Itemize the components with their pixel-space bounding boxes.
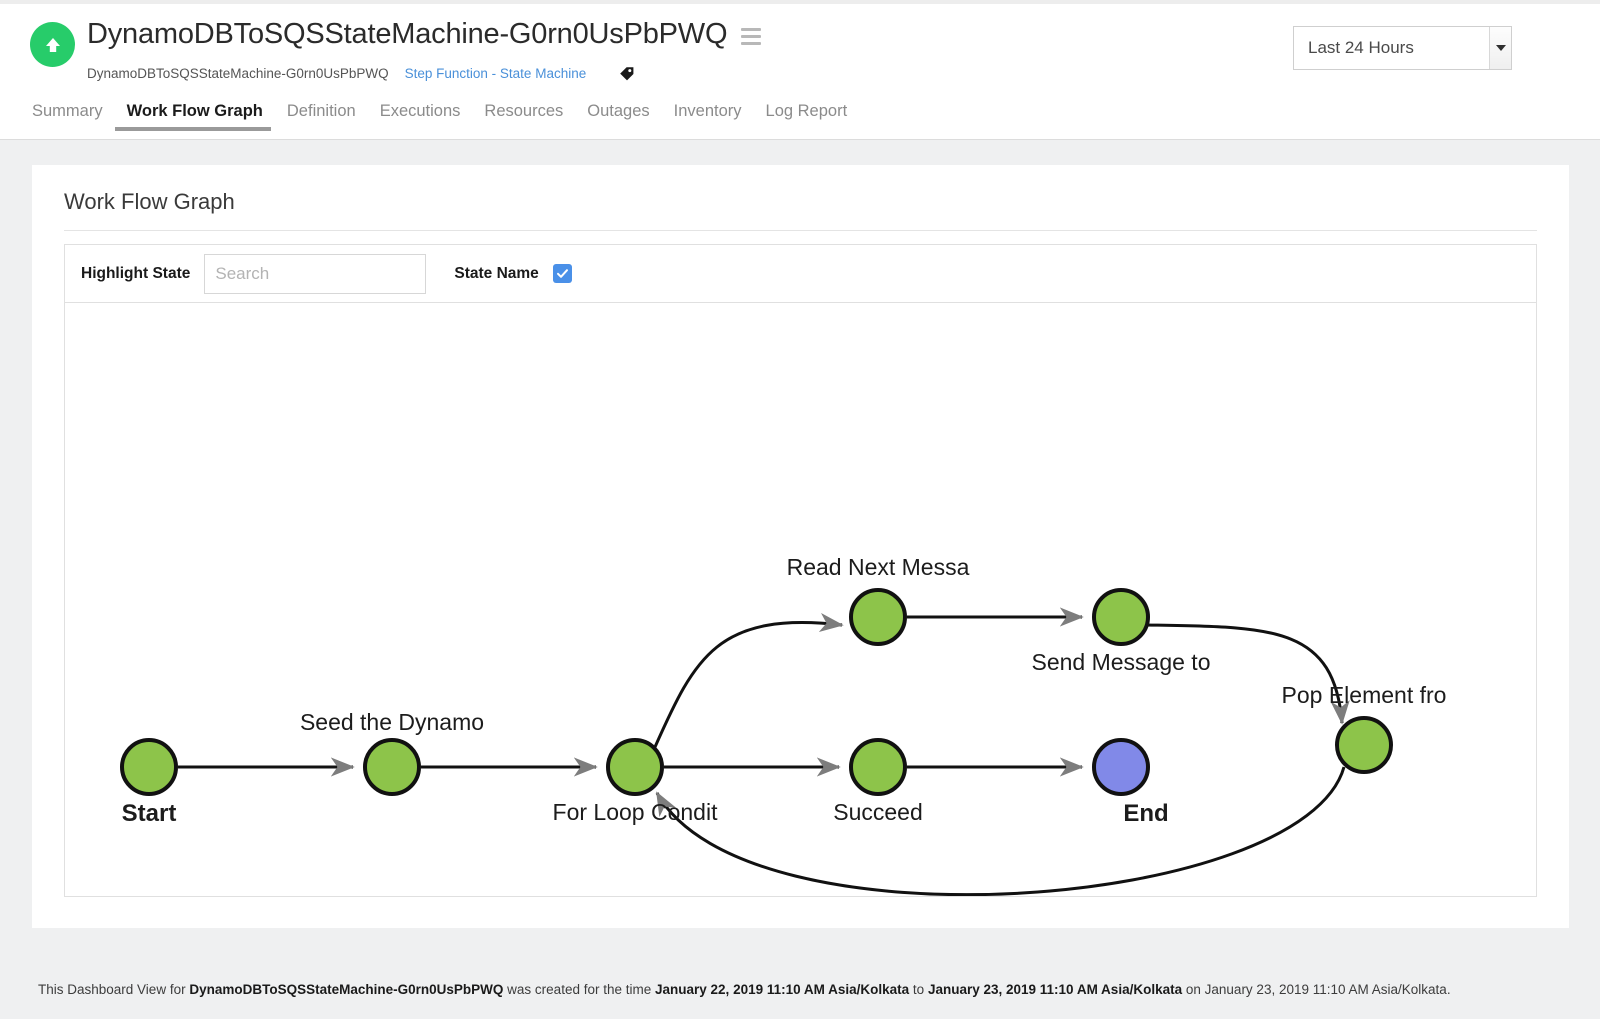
graph-node-label-start: Start <box>122 800 177 827</box>
footer-text: This Dashboard View for DynamoDBToSQSSta… <box>38 982 1451 997</box>
footer-from-time: January 22, 2019 11:10 AM Asia/Kolkata <box>655 982 910 997</box>
graph-node-label-succeed: Succeed <box>833 799 923 825</box>
hamburger-menu-icon[interactable] <box>741 24 762 45</box>
footer-joiner: to <box>912 982 925 997</box>
state-name-label: State Name <box>454 264 539 282</box>
graph-node-label-end: End <box>1123 800 1168 827</box>
footer-middle: was created for the time <box>507 982 652 997</box>
graph-edges <box>178 607 1350 896</box>
card-title: Work Flow Graph <box>64 189 235 214</box>
graph-node-forloop[interactable] <box>606 738 664 796</box>
status-up-badge <box>30 22 75 67</box>
graph-edge-forloop-to-readnext <box>653 612 844 748</box>
tab-outages[interactable]: Outages <box>587 102 650 120</box>
graph-node-label-seed: Seed the Dynamo <box>300 709 484 735</box>
graph-node-succeed[interactable] <box>849 738 907 796</box>
tab-definition[interactable]: Definition <box>286 102 356 120</box>
graph-node-end[interactable] <box>1092 738 1150 796</box>
graph-node-label-readnext: Read Next Messa <box>787 554 970 580</box>
graph-filter-bar: Highlight State State Name <box>64 244 1537 302</box>
tab-bar: Summary Work Flow Graph Definition Execu… <box>0 96 1600 140</box>
footer-suffix: on <box>1185 982 1201 997</box>
tab-inventory[interactable]: Inventory <box>673 102 742 120</box>
graph-node-label-sendmsg: Send Message to <box>1031 649 1210 675</box>
work-flow-graph-card: Work Flow Graph Highlight State State Na… <box>32 165 1569 928</box>
tab-executions[interactable]: Executions <box>379 102 461 120</box>
tab-log-report[interactable]: Log Report <box>765 102 848 120</box>
top-strip <box>0 0 1600 4</box>
breadcrumb-type-link[interactable]: Step Function - State Machine <box>404 65 587 81</box>
footer-prefix: This Dashboard View for <box>38 982 186 997</box>
highlight-state-label: Highlight State <box>81 264 191 282</box>
tag-icon[interactable] <box>618 64 636 82</box>
graph-node-sendmsg[interactable] <box>1092 588 1150 646</box>
tab-bar-divider <box>0 139 1600 140</box>
footer-created-time: January 23, 2019 11:10 AM Asia/Kolkata. <box>1204 982 1451 997</box>
tab-summary[interactable]: Summary <box>32 102 103 120</box>
graph-edge-popelem-to-forloop <box>655 766 1346 896</box>
time-range-select[interactable]: Last 24 Hours <box>1293 26 1512 70</box>
graph-edge-sendmsg-to-popelem <box>1146 623 1350 725</box>
arrow-up-icon <box>42 34 64 56</box>
title-row: DynamoDBToSQSStateMachine-G0rn0UsPbPWQ <box>87 18 762 51</box>
state-name-checkbox[interactable] <box>552 264 572 283</box>
graph-node-seed[interactable] <box>363 738 421 796</box>
tab-resources[interactable]: Resources <box>484 102 564 120</box>
search-input[interactable] <box>204 253 427 294</box>
footer-to-time: January 23, 2019 11:10 AM Asia/Kolkata <box>927 982 1183 997</box>
graph-node-start[interactable] <box>120 738 178 796</box>
page-header: DynamoDBToSQSStateMachine-G0rn0UsPbPWQ D… <box>0 4 1600 100</box>
graph-node-readnext[interactable] <box>849 588 907 646</box>
time-range-value: Last 24 Hours <box>1308 38 1414 57</box>
graph-node-popelem[interactable] <box>1335 716 1393 774</box>
dashboard-footer: This Dashboard View for DynamoDBToSQSSta… <box>0 960 1600 1019</box>
footer-resource: DynamoDBToSQSStateMachine-G0rn0UsPbPWQ <box>189 982 504 997</box>
breadcrumb-resource-name: DynamoDBToSQSStateMachine-G0rn0UsPbPWQ <box>87 65 389 81</box>
graph-node-label-forloop: For Loop Condit <box>553 799 719 825</box>
graph-node-label-popelem: Pop Element fro <box>1282 682 1447 708</box>
tab-work-flow-graph[interactable]: Work Flow Graph <box>114 96 275 133</box>
breadcrumb: DynamoDBToSQSStateMachine-G0rn0UsPbPWQ S… <box>87 64 636 82</box>
graph-nodes <box>120 588 1393 796</box>
chevron-down-icon[interactable] <box>1489 27 1511 69</box>
card-title-divider <box>64 230 1537 231</box>
page-title: DynamoDBToSQSStateMachine-G0rn0UsPbPWQ <box>87 18 728 50</box>
